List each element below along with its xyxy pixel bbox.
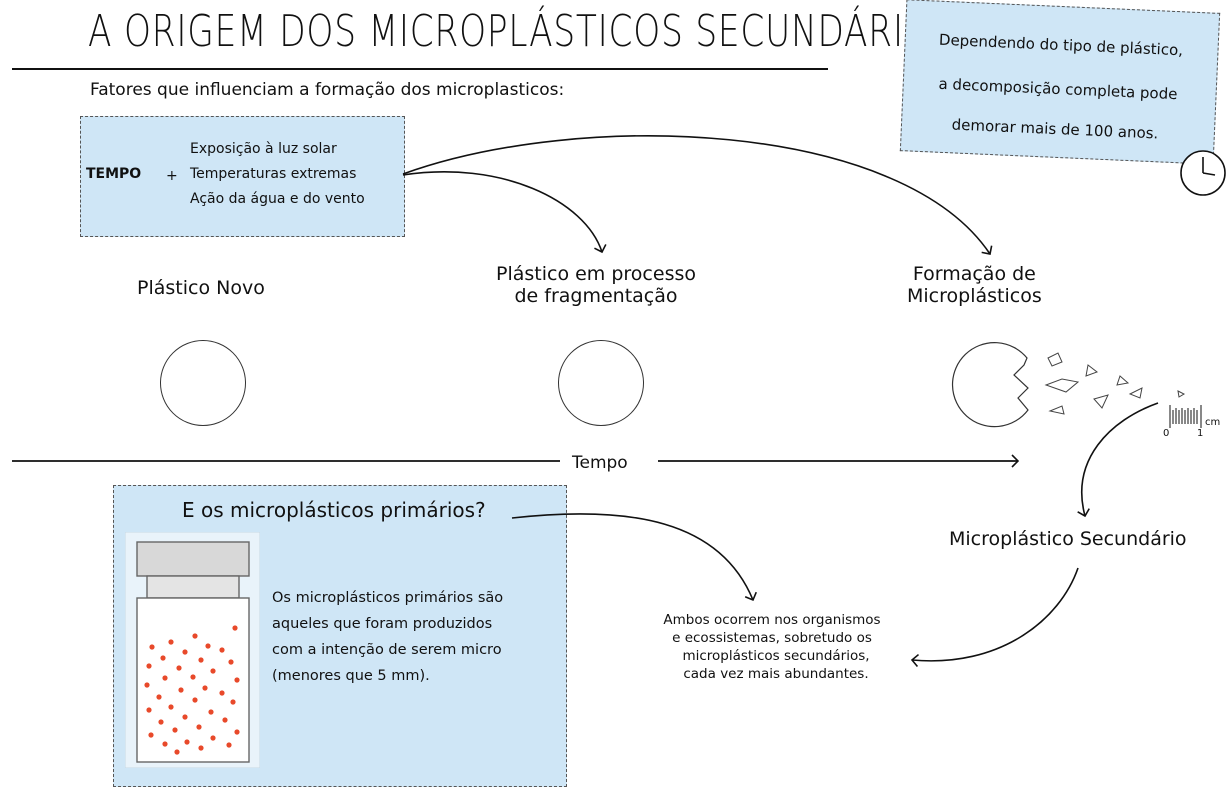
stage-label-fragmenting: Plástico em processo de fragmentação (496, 263, 696, 308)
factors-box (80, 116, 405, 237)
primary-question-title: E os microplásticos primários? (182, 498, 486, 522)
factor-water-wind: Ação da água e do vento (190, 191, 365, 207)
secondary-microplastic-label: Microplástico Secundário (949, 528, 1187, 550)
broken-plastic-circle (951, 342, 1029, 428)
stage-label-fragmenting-line-1: Plástico em processo (496, 263, 696, 285)
ruler-unit: cm (1205, 417, 1221, 428)
stage-label-new: Plástico Novo (137, 277, 265, 299)
microplastic-dots (144, 625, 240, 755)
plus-sign: + (166, 168, 178, 184)
time-axis-label: Tempo (572, 453, 628, 473)
fragmenting-plastic-circle (558, 340, 644, 426)
both-text-line-2: e ecossistemas, sobretudo os (672, 630, 872, 646)
tempo-label: TEMPO (86, 166, 142, 182)
ruler-icon (1169, 405, 1202, 428)
arrow-primary-to-both (511, 513, 757, 602)
primary-text-line-2: aqueles que foram produzidos (272, 616, 493, 632)
stage-label-fragmenting-line-2: de fragmentação (514, 284, 678, 307)
primary-text-line-4: (menores que 5 mm). (272, 668, 430, 684)
arrow-to-secondary (1077, 402, 1159, 518)
primary-text-line-1: Os microplásticos primários são (272, 590, 504, 606)
arrow-to-fragmentation (402, 171, 607, 254)
stage-label-microplastics: Formação de Microplásticos (907, 263, 1042, 308)
factor-sunlight: Exposição à luz solar (190, 141, 337, 157)
page-title: A ORIGEM DOS MICROPLÁSTICOS SECUNDÁRIOS (88, 6, 955, 57)
primary-text-line-3: com a intenção de serem micro (272, 642, 502, 658)
stage-label-microplastics-line-1: Formação de (912, 263, 1036, 285)
both-text-line-3: microplásticos secundários, (682, 648, 870, 664)
new-plastic-circle (160, 340, 246, 426)
stage-label-microplastics-line-2: Microplásticos (907, 284, 1042, 307)
factors-heading: Fatores que influenciam a formação dos m… (90, 80, 565, 100)
both-text-line-4: cada vez mais abundantes. (683, 666, 869, 682)
factor-temperature: Temperaturas extremas (190, 166, 357, 182)
arrow-secondary-to-both (910, 567, 1079, 668)
title-underline (12, 68, 828, 70)
both-text-line-1: Ambos ocorrem nos organismos (663, 612, 881, 628)
ruler-end: 1 (1197, 428, 1204, 439)
ruler-start: 0 (1163, 428, 1170, 439)
clock-icon (1180, 150, 1226, 196)
plastic-fragments (1044, 352, 1186, 415)
jar-illustration (125, 532, 260, 768)
arrow-to-microplastics (402, 135, 993, 255)
